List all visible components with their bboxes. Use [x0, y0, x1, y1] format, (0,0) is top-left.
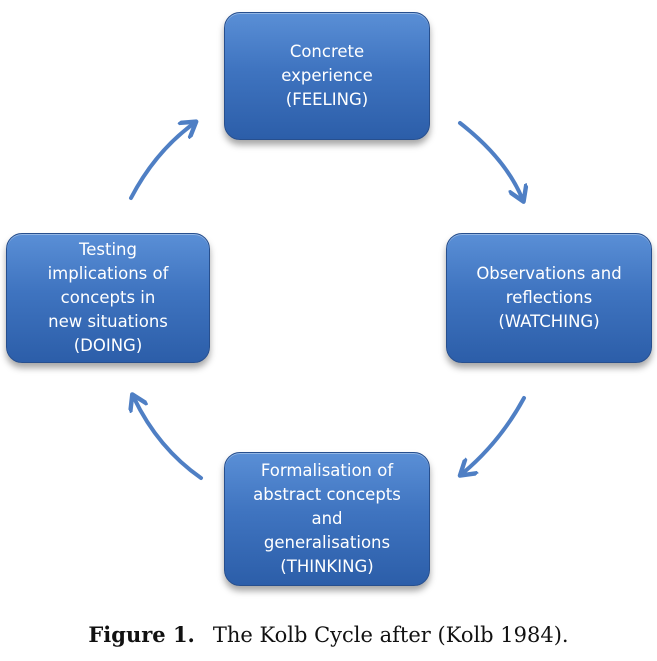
- figure-caption-text: The Kolb Cycle after (Kolb 1984).: [212, 623, 569, 647]
- cycle-arrows: [0, 0, 657, 480]
- node-observations-reflections: Observations and reflections (WATCHING): [446, 233, 652, 363]
- node-label: Concrete experience (FEELING): [281, 42, 373, 109]
- arrow-testing-to-concrete: [129, 124, 193, 200]
- node-label: Testing implications of concepts in new …: [47, 240, 169, 355]
- node-testing-implications: Testing implications of concepts in new …: [6, 233, 210, 363]
- figure-caption: Figure 1. The Kolb Cycle after (Kolb 1984…: [0, 622, 657, 647]
- node-label: Observations and reflections (WATCHING): [476, 264, 622, 331]
- node-concrete-experience: Concrete experience (FEELING): [224, 12, 430, 140]
- arrow-observe-to-abstract: [463, 396, 526, 473]
- node-label: Formalisation of abstract concepts and g…: [253, 461, 401, 576]
- arrow-abstract-to-testing: [134, 398, 203, 480]
- node-abstract-concepts: Formalisation of abstract concepts and g…: [224, 452, 430, 586]
- arrow-concrete-to-observe: [458, 121, 522, 198]
- figure-number: Figure 1.: [88, 622, 195, 647]
- kolb-cycle-diagram: Concrete experience (FEELING) Observatio…: [0, 0, 657, 586]
